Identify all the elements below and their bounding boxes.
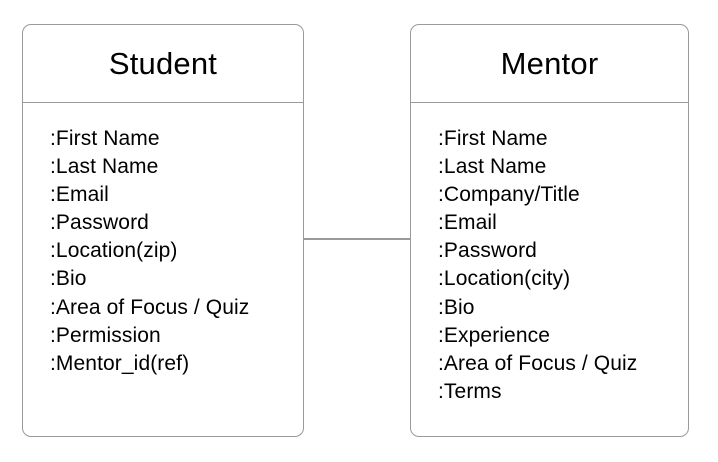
attribute-item: :Bio bbox=[438, 295, 475, 319]
attribute-list-mentor: :First Name :Last Name :Company/Title :E… bbox=[438, 125, 678, 406]
attribute-item: :Company/Title bbox=[438, 183, 580, 207]
entity-body-mentor: :First Name :Last Name :Company/Title :E… bbox=[411, 103, 688, 436]
entity-box-student[interactable]: Student :First Name :Last Name :Email :P… bbox=[22, 24, 304, 437]
entity-header-mentor: Mentor bbox=[411, 25, 688, 103]
attribute-item: :Email bbox=[50, 183, 109, 207]
entity-box-mentor[interactable]: Mentor :First Name :Last Name :Company/T… bbox=[410, 24, 689, 437]
attribute-item: :Bio bbox=[50, 267, 87, 291]
attribute-item: :Permission bbox=[50, 323, 161, 347]
attribute-list-student: :First Name :Last Name :Email :Password … bbox=[50, 125, 293, 378]
entity-body-student: :First Name :Last Name :Email :Password … bbox=[23, 103, 303, 436]
attribute-item: :Terms bbox=[438, 379, 502, 403]
attribute-item: :Area of Focus / Quiz bbox=[50, 295, 250, 319]
attribute-item: :First Name bbox=[50, 127, 160, 150]
entity-header-student: Student bbox=[23, 25, 303, 103]
attribute-item: :Location(city) bbox=[438, 267, 571, 291]
entity-title-mentor: Mentor bbox=[500, 45, 599, 81]
entity-title-student: Student bbox=[108, 45, 218, 81]
attribute-item: :Last Name bbox=[50, 155, 159, 179]
attribute-item: :Email bbox=[438, 211, 497, 235]
association-connector[interactable] bbox=[302, 238, 412, 240]
attribute-item: :Last Name bbox=[438, 155, 547, 179]
attribute-item: :Area of Focus / Quiz bbox=[438, 351, 638, 375]
attribute-item: :Mentor_id(ref) bbox=[50, 351, 190, 375]
attribute-item: :Location(zip) bbox=[50, 239, 178, 263]
attribute-item: :Experience bbox=[438, 323, 550, 347]
attribute-item: :First Name bbox=[438, 127, 548, 150]
attribute-item: :Password bbox=[438, 239, 537, 263]
attribute-item: :Password bbox=[50, 211, 149, 235]
